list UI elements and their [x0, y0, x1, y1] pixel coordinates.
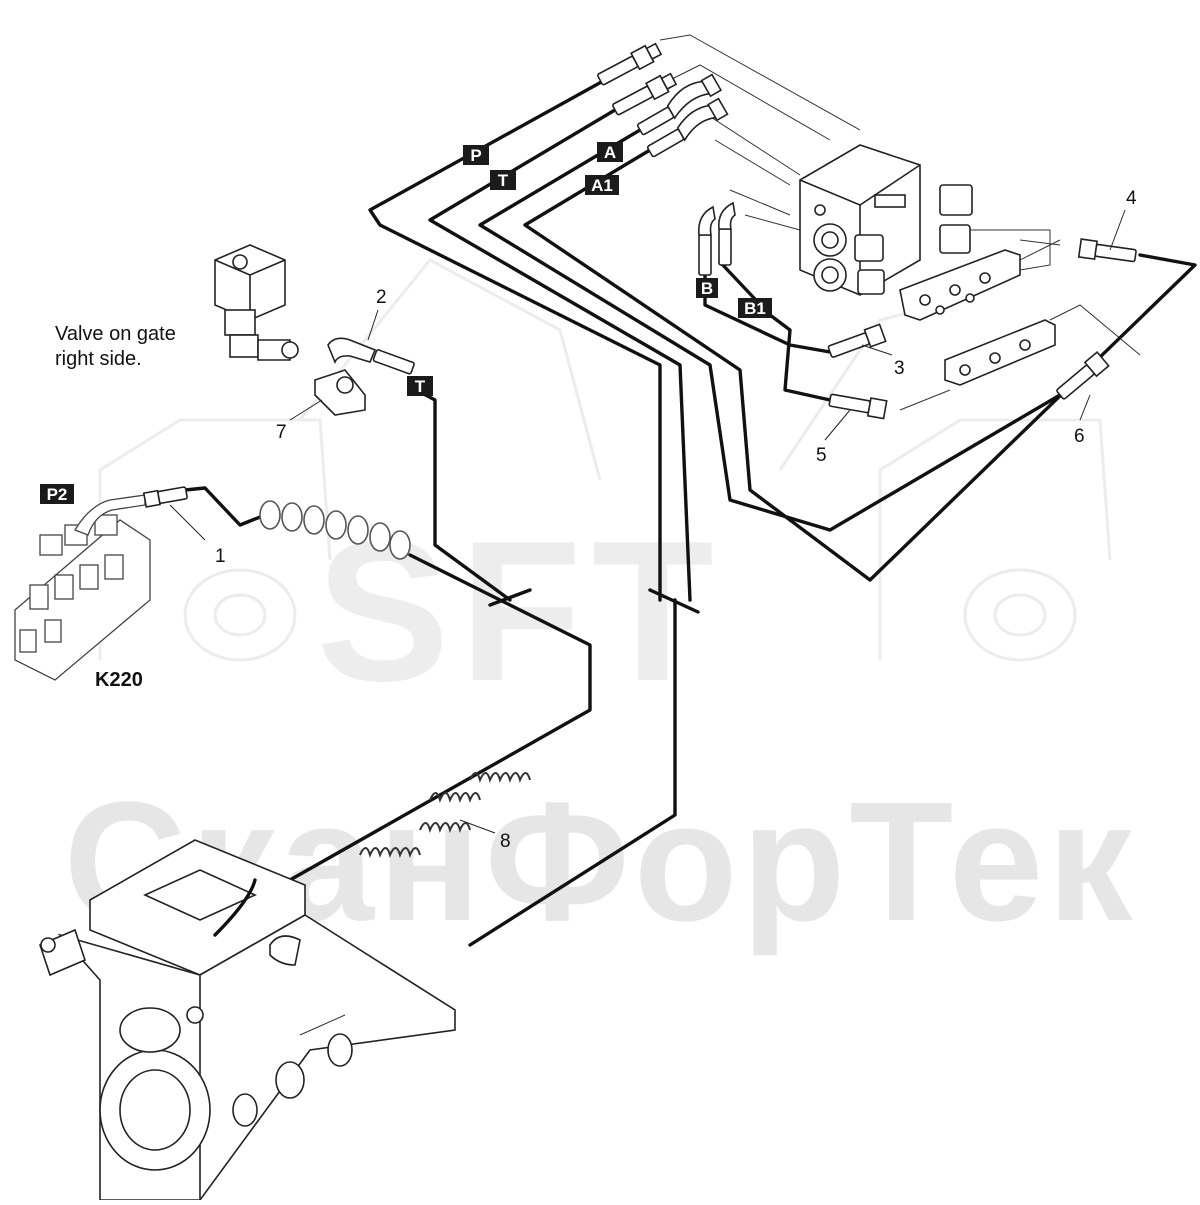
svg-text:P2: P2 [47, 485, 68, 504]
hose-t [428, 108, 692, 602]
callout-4: 4 [1126, 188, 1137, 209]
callout-7: 7 [276, 422, 287, 443]
hose-a [478, 128, 1062, 532]
callout-2: 2 [376, 287, 387, 308]
hose-trunk-right [468, 598, 677, 947]
svg-text:P: P [470, 146, 481, 165]
hose-p [368, 78, 662, 602]
gate-valve-note-line2: right side. [55, 348, 142, 370]
svg-text:A: A [604, 143, 616, 162]
component-label-k220: K220 [95, 669, 143, 691]
port-tag-b1: B1 [738, 298, 772, 318]
gate-valve-note-line1: Valve on gate [55, 323, 176, 345]
callout-8: 8 [500, 831, 511, 852]
svg-text:B1: B1 [744, 299, 766, 318]
svg-text:T: T [415, 377, 426, 396]
spiral-hose-guard [259, 500, 411, 560]
callout-6: 6 [1074, 426, 1085, 447]
svg-text:T: T [498, 171, 509, 190]
control-valve-block [799, 144, 1056, 386]
callout-5: 5 [816, 445, 827, 466]
port-tag-t-gate: T [407, 376, 433, 396]
hose-b1 [718, 260, 832, 402]
port-tag-b: B [696, 278, 718, 298]
callout-leaders [169, 209, 1126, 834]
hose-fittings [597, 42, 1137, 420]
port-tag-t: T [490, 170, 516, 190]
callout-3: 3 [894, 358, 905, 379]
svg-text:B: B [701, 279, 713, 298]
hose-1 [183, 486, 267, 527]
port-tag-p2: P2 [40, 484, 74, 504]
port-tag-a1: A1 [585, 175, 619, 195]
port-tag-p: P [463, 145, 489, 165]
hose-a1 [523, 148, 1197, 582]
svg-text:A1: A1 [591, 176, 613, 195]
hose-routes [183, 78, 1197, 947]
callout-1: 1 [215, 546, 226, 567]
gate-valve [214, 244, 415, 416]
frame-bracket [39, 839, 456, 1201]
port-tag-a: A [597, 142, 623, 162]
k220-valve-bank [14, 486, 188, 681]
spiral-hose-guard-8 [359, 772, 531, 858]
